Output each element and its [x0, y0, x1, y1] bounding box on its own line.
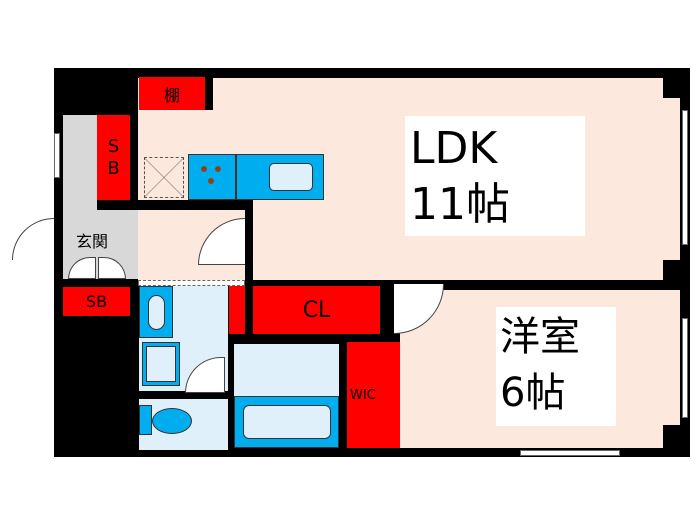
burner-icon: [208, 178, 214, 184]
ldk-window[interactable]: [682, 110, 688, 245]
ldk-corner-pillar: [663, 78, 680, 98]
shoebox-lower: SB: [63, 287, 130, 316]
closet: CL: [253, 286, 380, 334]
kitchen-wall: [97, 200, 252, 210]
sink-icon: [269, 163, 313, 191]
shoebox-upper: S B: [97, 115, 130, 200]
ldk-label: [405, 116, 585, 236]
sb-label-s: S: [107, 135, 120, 157]
sb-lower-label: SB: [85, 292, 108, 311]
closet-wall: [380, 280, 390, 342]
wic-label: WIC: [350, 388, 376, 403]
toilet-wall: [139, 391, 228, 399]
burner-icon: [201, 166, 207, 172]
burner-icon: [215, 166, 221, 172]
washer-icon: [146, 346, 176, 382]
washing-machine: [142, 342, 180, 386]
washbasin: [139, 286, 173, 338]
corridor-sliding-door[interactable]: [138, 280, 245, 286]
sb-label-b: B: [107, 157, 120, 179]
basin-icon: [148, 295, 165, 330]
western-label: 洋室 6帖: [496, 307, 616, 426]
entrance-window: [54, 133, 60, 178]
tub-icon: [243, 405, 331, 439]
shelf-wall: [205, 77, 213, 110]
storage-wall: [245, 280, 253, 342]
bathtub: [234, 396, 339, 448]
western-size: 6帖: [500, 370, 566, 416]
ldk-size: 11帖: [410, 179, 510, 230]
bedroom-window-right[interactable]: [682, 318, 688, 418]
corridor-wall: [245, 200, 253, 280]
sink-counter: [236, 154, 324, 200]
small-storage: [229, 286, 245, 334]
closet-label: CL: [302, 297, 331, 323]
toilet-bowl: [152, 408, 192, 434]
ldk-name: LDK: [410, 123, 498, 174]
toilet-tank: [139, 405, 152, 435]
fridge-space: [144, 157, 184, 198]
bedroom-window-bottom[interactable]: [520, 450, 620, 456]
walk-in-closet: [347, 342, 400, 448]
stove: [188, 154, 236, 200]
kitchen-side-wall: [130, 110, 138, 210]
shelf: 棚: [139, 77, 205, 110]
entrance-label: 玄関: [76, 232, 109, 251]
western-name: 洋室: [500, 314, 580, 360]
front-door[interactable]: [12, 218, 54, 260]
pillar-bedroom: [663, 425, 680, 448]
shelf-label: 棚: [163, 85, 180, 105]
